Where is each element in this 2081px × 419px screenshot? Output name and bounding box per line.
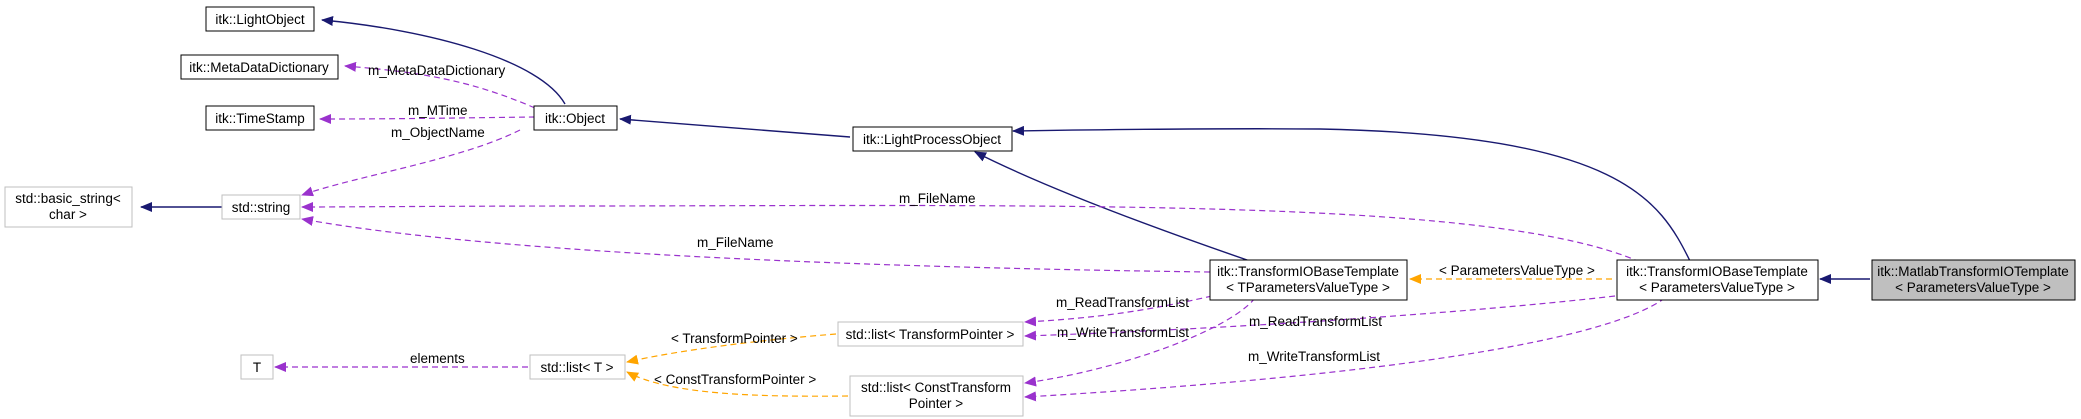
node-list-t[interactable]: std::list< T > [529,354,626,380]
edge-tparams-to-listtransformpointer [1024,295,1213,327]
node-time-stamp[interactable]: itk::TimeStamp [205,105,315,131]
edge-label-filename-mid: m_FileName [697,235,774,250]
edge-label-transformpointer: < TransformPointer > [671,331,798,346]
edge-label-writetransformlist-2: m_WriteTransformList [1248,349,1380,364]
node-matlab-transform-io-label-2: < ParametersValueType > [1895,280,2051,295]
edge-label-readtransformlist-2: m_ReadTransformList [1249,314,1382,329]
node-meta-data-dictionary-label: itk::MetaDataDictionary [189,60,329,75]
edge-lightprocessobject-to-object [619,114,851,138]
node-object[interactable]: itk::Object [533,105,618,131]
node-t[interactable]: T [240,354,274,380]
node-transform-io-base-params-label-1: itk::TransformIOBaseTemplate [1626,264,1808,279]
edge-tparams-to-lightprocessobject [974,151,1251,262]
node-matlab-transform-io[interactable]: itk::MatlabTransformIOTemplate < Paramet… [1871,259,2076,301]
edge-params-to-listconsttransformpointer [1024,297,1666,402]
node-transform-io-base-params-label-2: < ParametersValueType > [1639,280,1795,295]
edge-label-objectname: m_ObjectName [391,125,485,140]
node-list-transform-pointer-label: std::list< TransformPointer > [846,327,1015,342]
node-list-const-transform-pointer[interactable]: std::list< ConstTransform Pointer > [849,375,1024,417]
node-t-label: T [253,360,261,375]
node-transform-io-base-tparams-label-2: < TParametersValueType > [1226,280,1390,295]
edge-tparams-to-listconsttransformpointer [1024,297,1256,387]
edge-label-elements: elements [410,351,465,366]
node-transform-io-base-tparams[interactable]: itk::TransformIOBaseTemplate < TParamete… [1209,259,1408,301]
edges [140,16,1870,402]
edge-object-to-lightobject [321,16,566,105]
edge-label-parametersvaluetype: < ParametersValueType > [1439,263,1595,278]
edge-label-mtime: m_MTime [408,103,468,118]
node-object-label: itk::Object [545,111,605,126]
node-list-t-label: std::list< T > [540,360,613,375]
edge-label-filename-top: m_FileName [899,191,976,206]
node-basic-string-label-2: char > [49,207,87,222]
node-list-const-transform-pointer-label-1: std::list< ConstTransform [861,380,1011,395]
edge-listconsttransformpointer-to-listt [626,371,849,397]
node-light-object-label: itk::LightObject [215,12,305,27]
node-list-const-transform-pointer-label-2: Pointer > [909,396,964,411]
node-time-stamp-label: itk::TimeStamp [215,111,305,126]
edge-labels: m_MetaDataDictionary m_MTime m_ObjectNam… [368,63,1595,387]
nodes: itk::LightObject itk::MetaDataDictionary… [4,6,2076,417]
node-light-object[interactable]: itk::LightObject [205,6,315,32]
node-string[interactable]: std::string [221,194,301,220]
edge-tparams-to-string [301,216,1211,273]
node-list-transform-pointer[interactable]: std::list< TransformPointer > [837,321,1024,347]
edge-label-writetransformlist-1: m_WriteTransformList [1057,325,1189,340]
node-light-process-object[interactable]: itk::LightProcessObject [852,126,1013,152]
edge-label-readtransformlist-1: m_ReadTransformList [1056,295,1189,310]
edge-params-to-listtransformpointer [1024,295,1616,341]
edge-params-to-lightprocessobject [1012,125,1691,262]
edge-params-to-string [301,201,1641,263]
node-meta-data-dictionary[interactable]: itk::MetaDataDictionary [180,54,339,80]
edge-label-consttransformpointer: < ConstTransformPointer > [654,372,816,387]
node-transform-io-base-tparams-label-1: itk::TransformIOBaseTemplate [1217,264,1399,279]
node-light-process-object-label: itk::LightProcessObject [863,132,1001,147]
edge-object-to-metadatadictionary [344,61,536,109]
node-matlab-transform-io-label-1: itk::MatlabTransformIOTemplate [1877,264,2069,279]
edge-label-metadatadictionary: m_MetaDataDictionary [368,63,506,78]
node-basic-string[interactable]: std::basic_string< char > [4,186,133,228]
node-string-label: std::string [232,200,291,215]
edge-listtransformpointer-to-listt [626,333,837,365]
node-transform-io-base-params[interactable]: itk::TransformIOBaseTemplate < Parameter… [1616,259,1819,301]
node-basic-string-label-1: std::basic_string< [15,191,121,206]
edge-object-to-string [301,129,521,197]
